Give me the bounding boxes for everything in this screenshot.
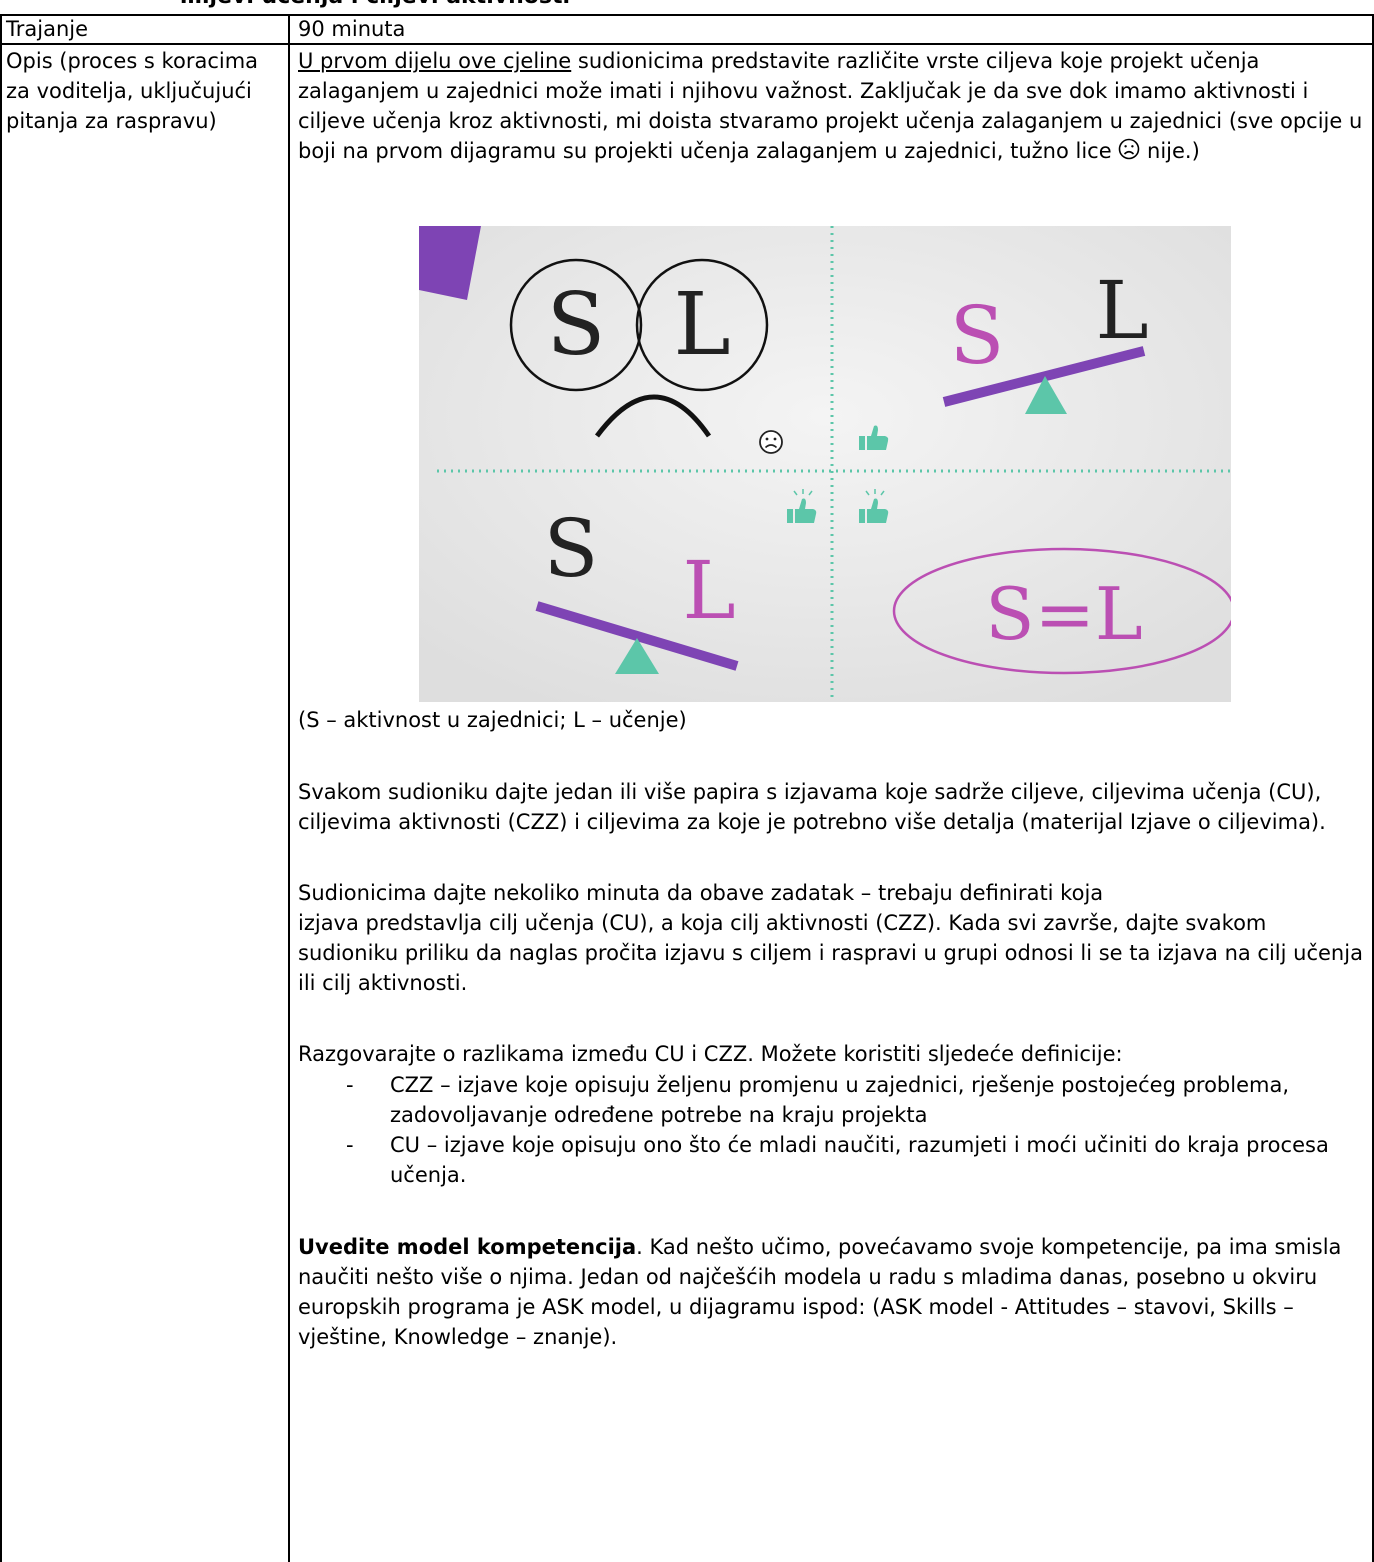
section-title-cut: …ljevi učenja i ciljevi aktivnosti (180, 0, 570, 8)
q3-l-letter: L (682, 544, 735, 637)
q1-circle-s (509, 258, 643, 392)
definition-item-cu: - CU – izjave koje opisuju ono što će ml… (346, 1130, 1370, 1190)
q2-s-letter: S (950, 289, 1005, 382)
q1-frown-arc (594, 394, 712, 438)
intro-text-end: nije.) (1140, 139, 1200, 163)
competence-model-bold: Uvedite model kompetencija (298, 1235, 637, 1259)
list-dash: - (346, 1133, 354, 1157)
purple-corner-shape (419, 226, 481, 300)
service-learning-diagram: S L S L S L S=L (419, 226, 1236, 702)
q3-seesaw-beam (535, 601, 739, 671)
q1-sad-face-icon (759, 430, 783, 454)
duration-label: Trajanje (6, 17, 89, 41)
diagram-caption: (S – aktivnost u zajednici; L – učenje) (298, 708, 687, 732)
intro-text: sudionicima predstavite različite vrste … (298, 49, 1363, 163)
table-border-right (1372, 14, 1374, 1562)
q1-s-letter: S (547, 275, 606, 375)
paragraph-definitions-intro: Razgovarajte o razlikama između CU i CZZ… (298, 1042, 1123, 1066)
q2-seesaw-beam (942, 346, 1146, 407)
q3-s-letter: S (544, 502, 599, 595)
table-column-divider (288, 14, 290, 1562)
thumbs-up-icon (787, 489, 817, 523)
thumbs-up-icon (859, 489, 889, 523)
q1-circle-l (635, 258, 769, 392)
q3-seesaw-pivot (615, 638, 659, 674)
intro-paragraph: U prvom dijelu ove cjeline sudionicima p… (298, 46, 1372, 168)
paragraph-competence-model: Uvedite model kompetencija. Kad nešto uč… (298, 1232, 1372, 1352)
q2-l-letter: L (1095, 264, 1148, 357)
diagram-background (419, 226, 1231, 702)
paragraph-handout: Svakom sudioniku dajte jedan ili više pa… (298, 780, 1326, 834)
competence-model-text: . Kad nešto učimo, povećavamo svoje komp… (298, 1235, 1342, 1349)
description-label: Opis (proces s koracima za voditelja, uk… (6, 49, 259, 133)
q2-seesaw-pivot (1025, 376, 1067, 414)
table-row-divider (0, 43, 1374, 45)
q1-l-letter: L (673, 275, 730, 375)
duration-value: 90 minuta (298, 17, 406, 41)
table-border-left (0, 14, 2, 1562)
paragraph-task-line1: Sudionicima dajte nekoliko minuta da oba… (298, 881, 1104, 905)
list-dash: - (346, 1073, 354, 1097)
q4-equal-text: S=L (985, 572, 1142, 656)
paragraph-task-rest: izjava predstavlja cilj učenja (CU), a k… (298, 911, 1363, 995)
definition-text: CU – izjave koje opisuju ono što će mlad… (390, 1133, 1329, 1187)
sad-face-icon (1118, 138, 1140, 168)
definition-item-czz: - CZZ – izjave koje opisuju željenu prom… (346, 1070, 1370, 1130)
table-border-top (0, 14, 1374, 16)
thumbs-up-icon (859, 425, 889, 450)
definition-text: CZZ – izjave koje opisuju željenu promje… (390, 1073, 1290, 1127)
intro-underlined: U prvom dijelu ove cjeline (298, 49, 572, 73)
